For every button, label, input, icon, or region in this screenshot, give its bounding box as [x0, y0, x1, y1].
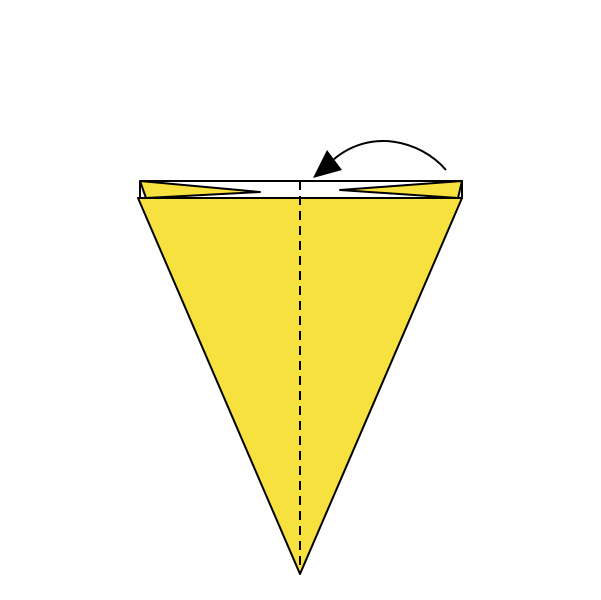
fold-arrow-curve	[332, 140, 447, 171]
left-flap	[139, 180, 261, 199]
fold-arrowhead	[313, 150, 342, 178]
right-flap	[339, 180, 463, 199]
